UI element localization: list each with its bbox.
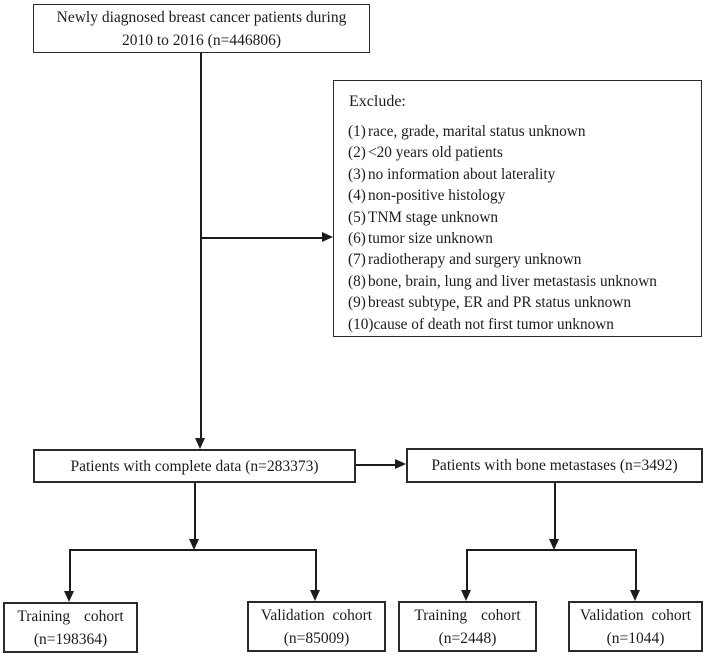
training-bone-line2: (n=2448) (438, 629, 497, 647)
initial-cohort-line2: 2010 to 2016 (n=446806) (122, 31, 281, 49)
exclusion-item-text: non-positive histology (368, 187, 506, 205)
exclusion-item: (9) breast subtype, ER and PR status unk… (348, 292, 695, 313)
exclusion-item: (4) non-positive histology (348, 185, 695, 206)
arrowhead-down-icon (189, 539, 199, 550)
exclusion-item-text: cause of death not first tumor unknown (373, 315, 614, 333)
exclusion-item-text: bone, brain, lung and liver metastasis u… (368, 272, 657, 290)
box-training-cohort-complete: Training cohort (n=198364) (3, 602, 138, 653)
exclusion-item: (2) <20 years old patients (348, 142, 695, 163)
connector-complete-to-bone (356, 464, 395, 466)
arrowhead-down-icon (195, 438, 205, 449)
exclusion-item: (5) TNM stage unknown (348, 207, 695, 228)
connector-to-training-bone (466, 549, 468, 590)
arrowhead-down-icon (461, 590, 471, 601)
exclusion-item: (10) cause of death not first tumor unkn… (348, 314, 695, 335)
connector-top-to-complete (200, 53, 202, 438)
exclusion-item-text: breast subtype, ER and PR status unknown (368, 294, 632, 312)
exclusion-item-number: (4) (348, 187, 366, 205)
connector-to-validation-bone (635, 549, 637, 590)
exclusion-item-number: (6) (348, 230, 366, 248)
exclusion-item-number: (5) (348, 208, 366, 226)
exclusion-item-number: (7) (348, 251, 366, 269)
box-exclusion-criteria: Exclude: (1) race, grade, marital status… (333, 80, 702, 337)
complete-data-label: Patients with complete data (n=283373) (70, 457, 319, 475)
box-bone-metastases: Patients with bone metastases (n=3492) (406, 448, 703, 483)
exclusion-title: Exclude: (349, 93, 406, 110)
exclusion-item-text: radiotherapy and surgery unknown (368, 251, 582, 269)
arrowhead-right-icon (322, 232, 333, 242)
box-validation-cohort-bone: Validation cohort (n=1044) (568, 601, 703, 652)
connector-right-split-bar (466, 549, 637, 551)
arrowhead-down-icon (549, 539, 559, 550)
arrowhead-down-icon (310, 590, 320, 601)
exclusion-item-text: tumor size unknown (368, 230, 493, 248)
exclusion-item-number: (2) (348, 144, 366, 162)
arrowhead-down-icon (64, 591, 74, 602)
connector-to-validation-complete (315, 549, 317, 590)
training-complete-line1: Training cohort (17, 607, 124, 625)
exclusion-item-text: no information about laterality (368, 165, 556, 183)
validation-bone-line1: Validation cohort (579, 606, 692, 624)
exclusion-item-number: (1) (348, 123, 366, 140)
connector-to-training-complete (69, 549, 71, 591)
exclusion-item: (1) race, grade, marital status unknown (348, 121, 695, 142)
box-complete-data: Patients with complete data (n=283373) (33, 449, 356, 483)
exclusion-item: (7) radiotherapy and surgery unknown (348, 249, 695, 270)
validation-bone-line2: (n=1044) (606, 629, 665, 647)
training-complete-line2: (n=198364) (33, 630, 108, 648)
connector-bone-stem (554, 483, 556, 539)
exclusion-item-number: (9) (348, 294, 366, 312)
exclusion-item-text: <20 years old patients (368, 144, 503, 162)
connector-branch-to-exclude (201, 237, 322, 239)
initial-cohort-line1: Newly diagnosed breast cancer patients d… (56, 8, 347, 26)
exclusion-item-number: (3) (348, 165, 366, 183)
connector-complete-stem (194, 483, 196, 539)
bone-metastases-label: Patients with bone metastases (n=3492) (431, 457, 678, 474)
box-validation-cohort-complete: Validation cohort (n=85009) (247, 601, 386, 652)
exclusion-item: (8) bone, brain, lung and liver metastas… (348, 271, 695, 292)
exclusion-item-text: TNM stage unknown (368, 208, 499, 226)
validation-complete-line1: Validation cohort (260, 606, 373, 624)
validation-complete-line2: (n=85009) (283, 629, 350, 647)
exclusion-item-number: (8) (348, 272, 366, 290)
exclusion-item: (6) tumor size unknown (348, 228, 695, 249)
exclusion-item: (3) no information about laterality (348, 164, 695, 185)
arrowhead-right-icon (395, 459, 406, 469)
exclusion-item-number: (10) (348, 315, 374, 333)
box-initial-cohort: Newly diagnosed breast cancer patients d… (33, 4, 370, 53)
training-bone-line1: Training cohort (414, 606, 521, 624)
arrowhead-down-icon (630, 590, 640, 601)
exclusion-item-text: race, grade, marital status unknown (368, 123, 586, 140)
box-training-cohort-bone: Training cohort (n=2448) (398, 601, 537, 652)
connector-left-split-bar (69, 549, 317, 551)
